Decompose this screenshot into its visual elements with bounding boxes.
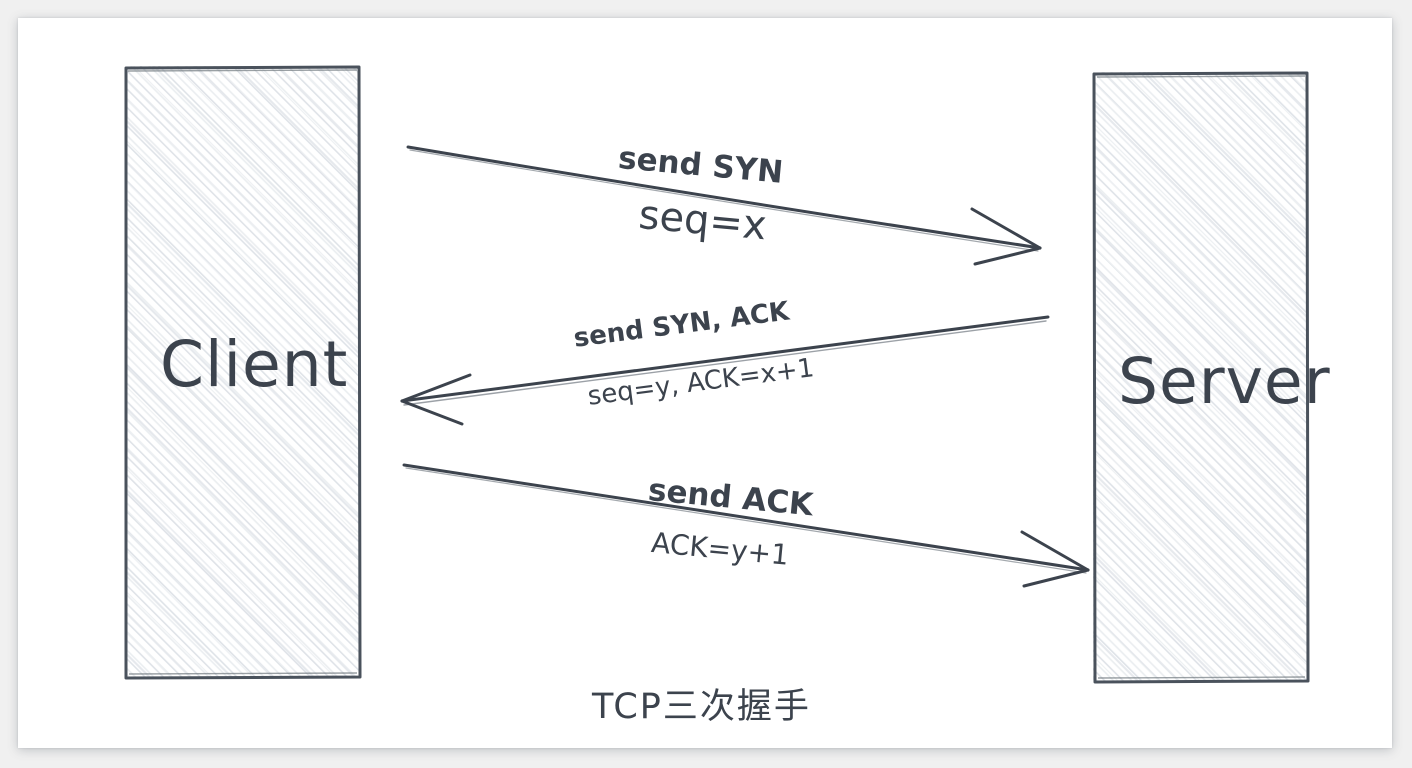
arrow-message-3 xyxy=(402,463,1090,588)
server-node-label: Server xyxy=(1118,345,1331,418)
client-node-label: Client xyxy=(160,328,349,401)
server-node-box xyxy=(1092,71,1310,684)
client-node-box xyxy=(124,65,362,680)
arrow-message-2 xyxy=(400,315,1050,426)
arrow-message-1 xyxy=(406,145,1042,266)
diagram-caption: TCP三次握手 xyxy=(592,687,811,727)
